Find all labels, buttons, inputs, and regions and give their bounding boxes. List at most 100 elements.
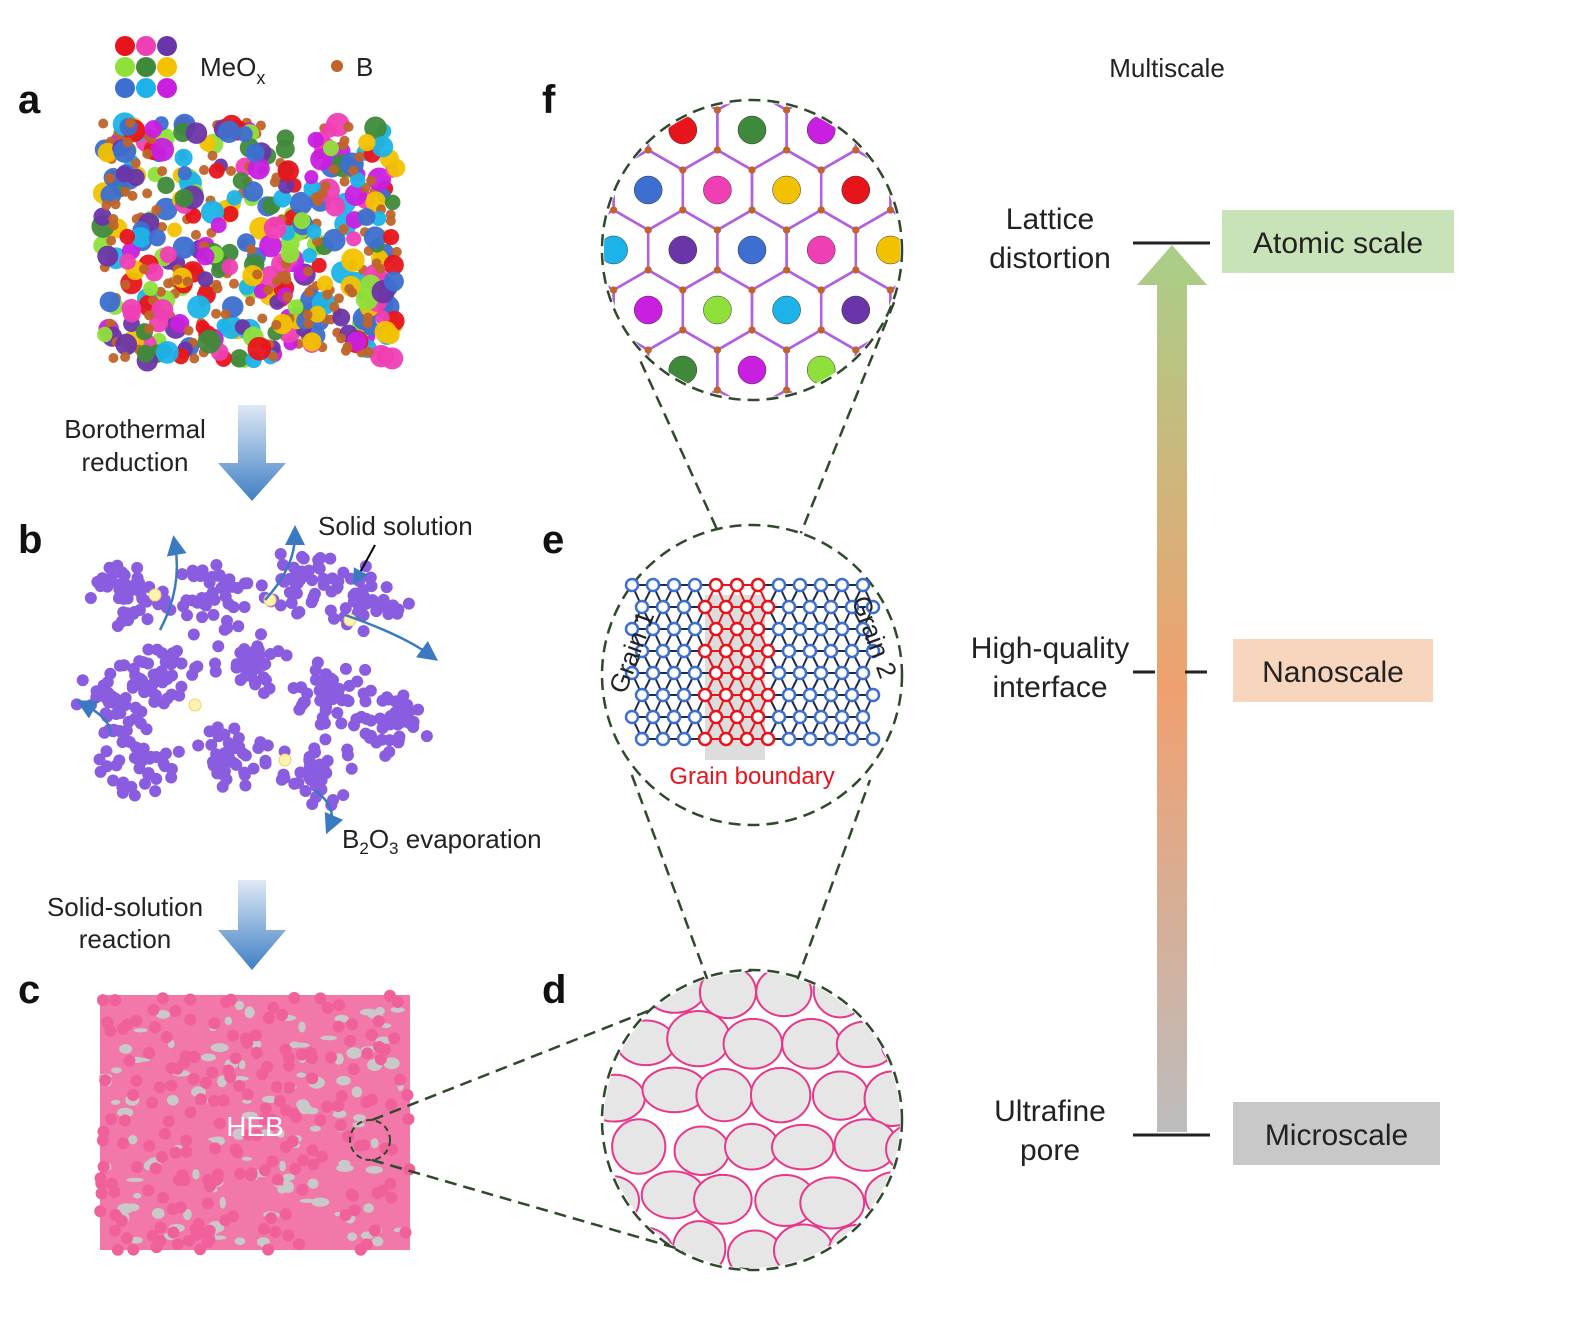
b2o3-droplet <box>148 588 162 602</box>
boron-atom <box>679 407 686 414</box>
hexagon <box>925 90 994 170</box>
boron-particle <box>366 175 377 186</box>
grain <box>722 1017 784 1070</box>
grain <box>885 1122 900 1176</box>
solid-solution-particle <box>133 762 146 775</box>
boron-atom <box>818 87 825 94</box>
boron-atom <box>679 407 686 414</box>
boron-particle <box>336 333 347 344</box>
boron-atom <box>817 326 825 334</box>
boron-atom <box>610 447 617 454</box>
hexagon <box>750 102 823 112</box>
boron-legend-label: B <box>356 52 373 82</box>
heb-particle <box>109 1224 122 1237</box>
oxide-particle <box>304 170 319 185</box>
heb-particle <box>262 1243 275 1256</box>
boron-particle <box>329 301 340 312</box>
solid-solution-particle <box>321 754 334 767</box>
boron-atom <box>749 407 756 414</box>
hexagon <box>819 388 892 398</box>
atom <box>676 643 692 659</box>
grain <box>615 1019 676 1067</box>
pore <box>117 1107 134 1118</box>
oxide-particle <box>386 158 406 178</box>
heb-particle <box>127 1088 140 1101</box>
metal-atom <box>806 115 836 145</box>
boron-atom <box>1025 327 1032 334</box>
boron-atom <box>541 167 548 174</box>
solid-solution-particle <box>291 607 304 620</box>
heb-particle <box>391 995 404 1008</box>
boron-atom <box>887 447 894 454</box>
heb-particle <box>283 1081 296 1094</box>
pore <box>133 1057 151 1062</box>
heb-particle <box>258 1113 271 1126</box>
boron-atom <box>713 386 721 394</box>
oxide-particle <box>97 326 113 343</box>
boron-atom <box>783 346 791 354</box>
oxide-particle <box>196 247 215 266</box>
oxide-particle <box>363 226 387 249</box>
heb-particle <box>234 1167 247 1180</box>
boron-atom <box>576 27 583 34</box>
oxide-particle <box>364 116 387 140</box>
atom <box>729 709 745 725</box>
heb-particle <box>146 1096 159 1109</box>
boron-atom <box>748 206 756 214</box>
boron-atom <box>921 267 928 274</box>
solid-solution-particle <box>196 564 209 577</box>
atom <box>760 599 776 615</box>
atom <box>844 599 860 615</box>
solid-solution-particle <box>205 738 218 751</box>
metal-atom <box>772 175 801 205</box>
heb-particle <box>335 1090 348 1103</box>
boron-particle <box>142 188 153 199</box>
metal-atom <box>876 355 900 385</box>
boron-atom <box>991 347 998 354</box>
solid-solution-particle <box>126 681 139 694</box>
heb-particle <box>208 1017 221 1030</box>
heb-particle <box>388 1032 401 1045</box>
boron-atom <box>610 47 617 54</box>
solid-solution-particle <box>324 604 337 617</box>
solid-solution-particle <box>109 692 122 705</box>
boron-atom <box>679 87 686 94</box>
boron-atom <box>991 387 998 394</box>
solid-solution-particle <box>306 574 319 587</box>
evaporation-arrow-icon <box>76 700 112 736</box>
grain <box>698 972 757 1020</box>
atom <box>655 731 671 747</box>
solid-solution-particle <box>364 684 377 697</box>
solid-solution-particle <box>220 614 233 627</box>
boron-atom <box>610 166 618 174</box>
boron-atom <box>991 227 998 234</box>
heb-particle <box>256 1068 269 1081</box>
boron-atom <box>922 227 929 234</box>
boron-particle <box>385 209 396 220</box>
hexagon <box>510 330 579 410</box>
boron-particle <box>190 229 201 240</box>
metal-atom <box>842 56 870 84</box>
panel-label-d: d <box>542 968 566 1012</box>
heb-particle <box>162 1115 175 1128</box>
boron-particle <box>348 165 359 176</box>
meox-legend-icon <box>115 36 177 98</box>
boron-atom <box>922 347 929 354</box>
pore <box>307 1178 319 1189</box>
boron-atom <box>887 447 894 454</box>
boron-particle <box>271 319 282 330</box>
boron-atom <box>852 467 859 474</box>
atom <box>739 643 755 659</box>
metal-atom <box>876 235 900 265</box>
boron-atom <box>644 106 652 114</box>
solid-solution-particle <box>165 762 178 775</box>
metal-atom <box>946 236 974 264</box>
boron-particle <box>151 204 162 215</box>
pore <box>351 1086 363 1098</box>
boron-particle <box>199 165 210 176</box>
atom <box>865 643 881 659</box>
pore <box>336 1075 351 1086</box>
heb-particle <box>231 1146 244 1159</box>
solid-solution-particle <box>101 580 114 593</box>
boron-atom <box>887 407 894 414</box>
